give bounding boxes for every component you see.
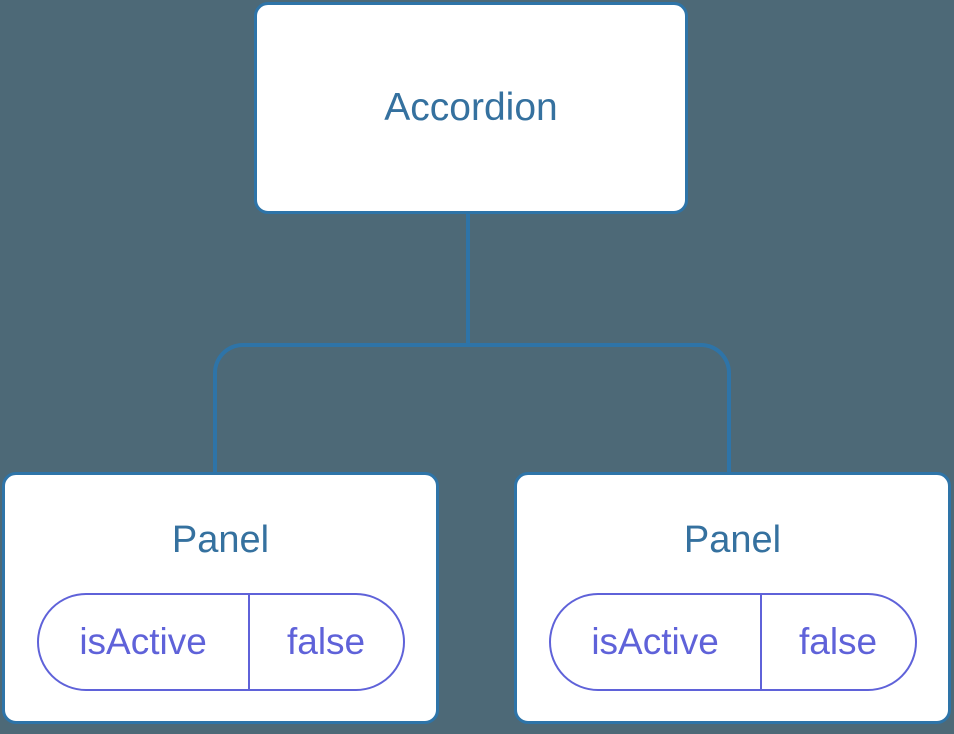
panel-left-state-pill: isActive false (36, 593, 405, 691)
panel-left-state-key: isActive (39, 595, 250, 689)
panel-right-state-pill: isActive false (548, 593, 917, 691)
node-panel-right: Panel isActive false (514, 472, 951, 724)
node-accordion: Accordion (254, 2, 688, 214)
panel-right-label: Panel (683, 519, 782, 561)
accordion-node-label: Accordion (384, 86, 558, 129)
node-panel-left: Panel isActive false (2, 472, 439, 724)
connector-bracket (213, 343, 731, 472)
panel-left-state-value: false (286, 621, 366, 662)
connector-stem (466, 214, 470, 345)
panel-left-label: Panel (171, 519, 270, 561)
panel-right-state-value: false (798, 621, 878, 662)
panel-right-state-key: isActive (551, 595, 762, 689)
